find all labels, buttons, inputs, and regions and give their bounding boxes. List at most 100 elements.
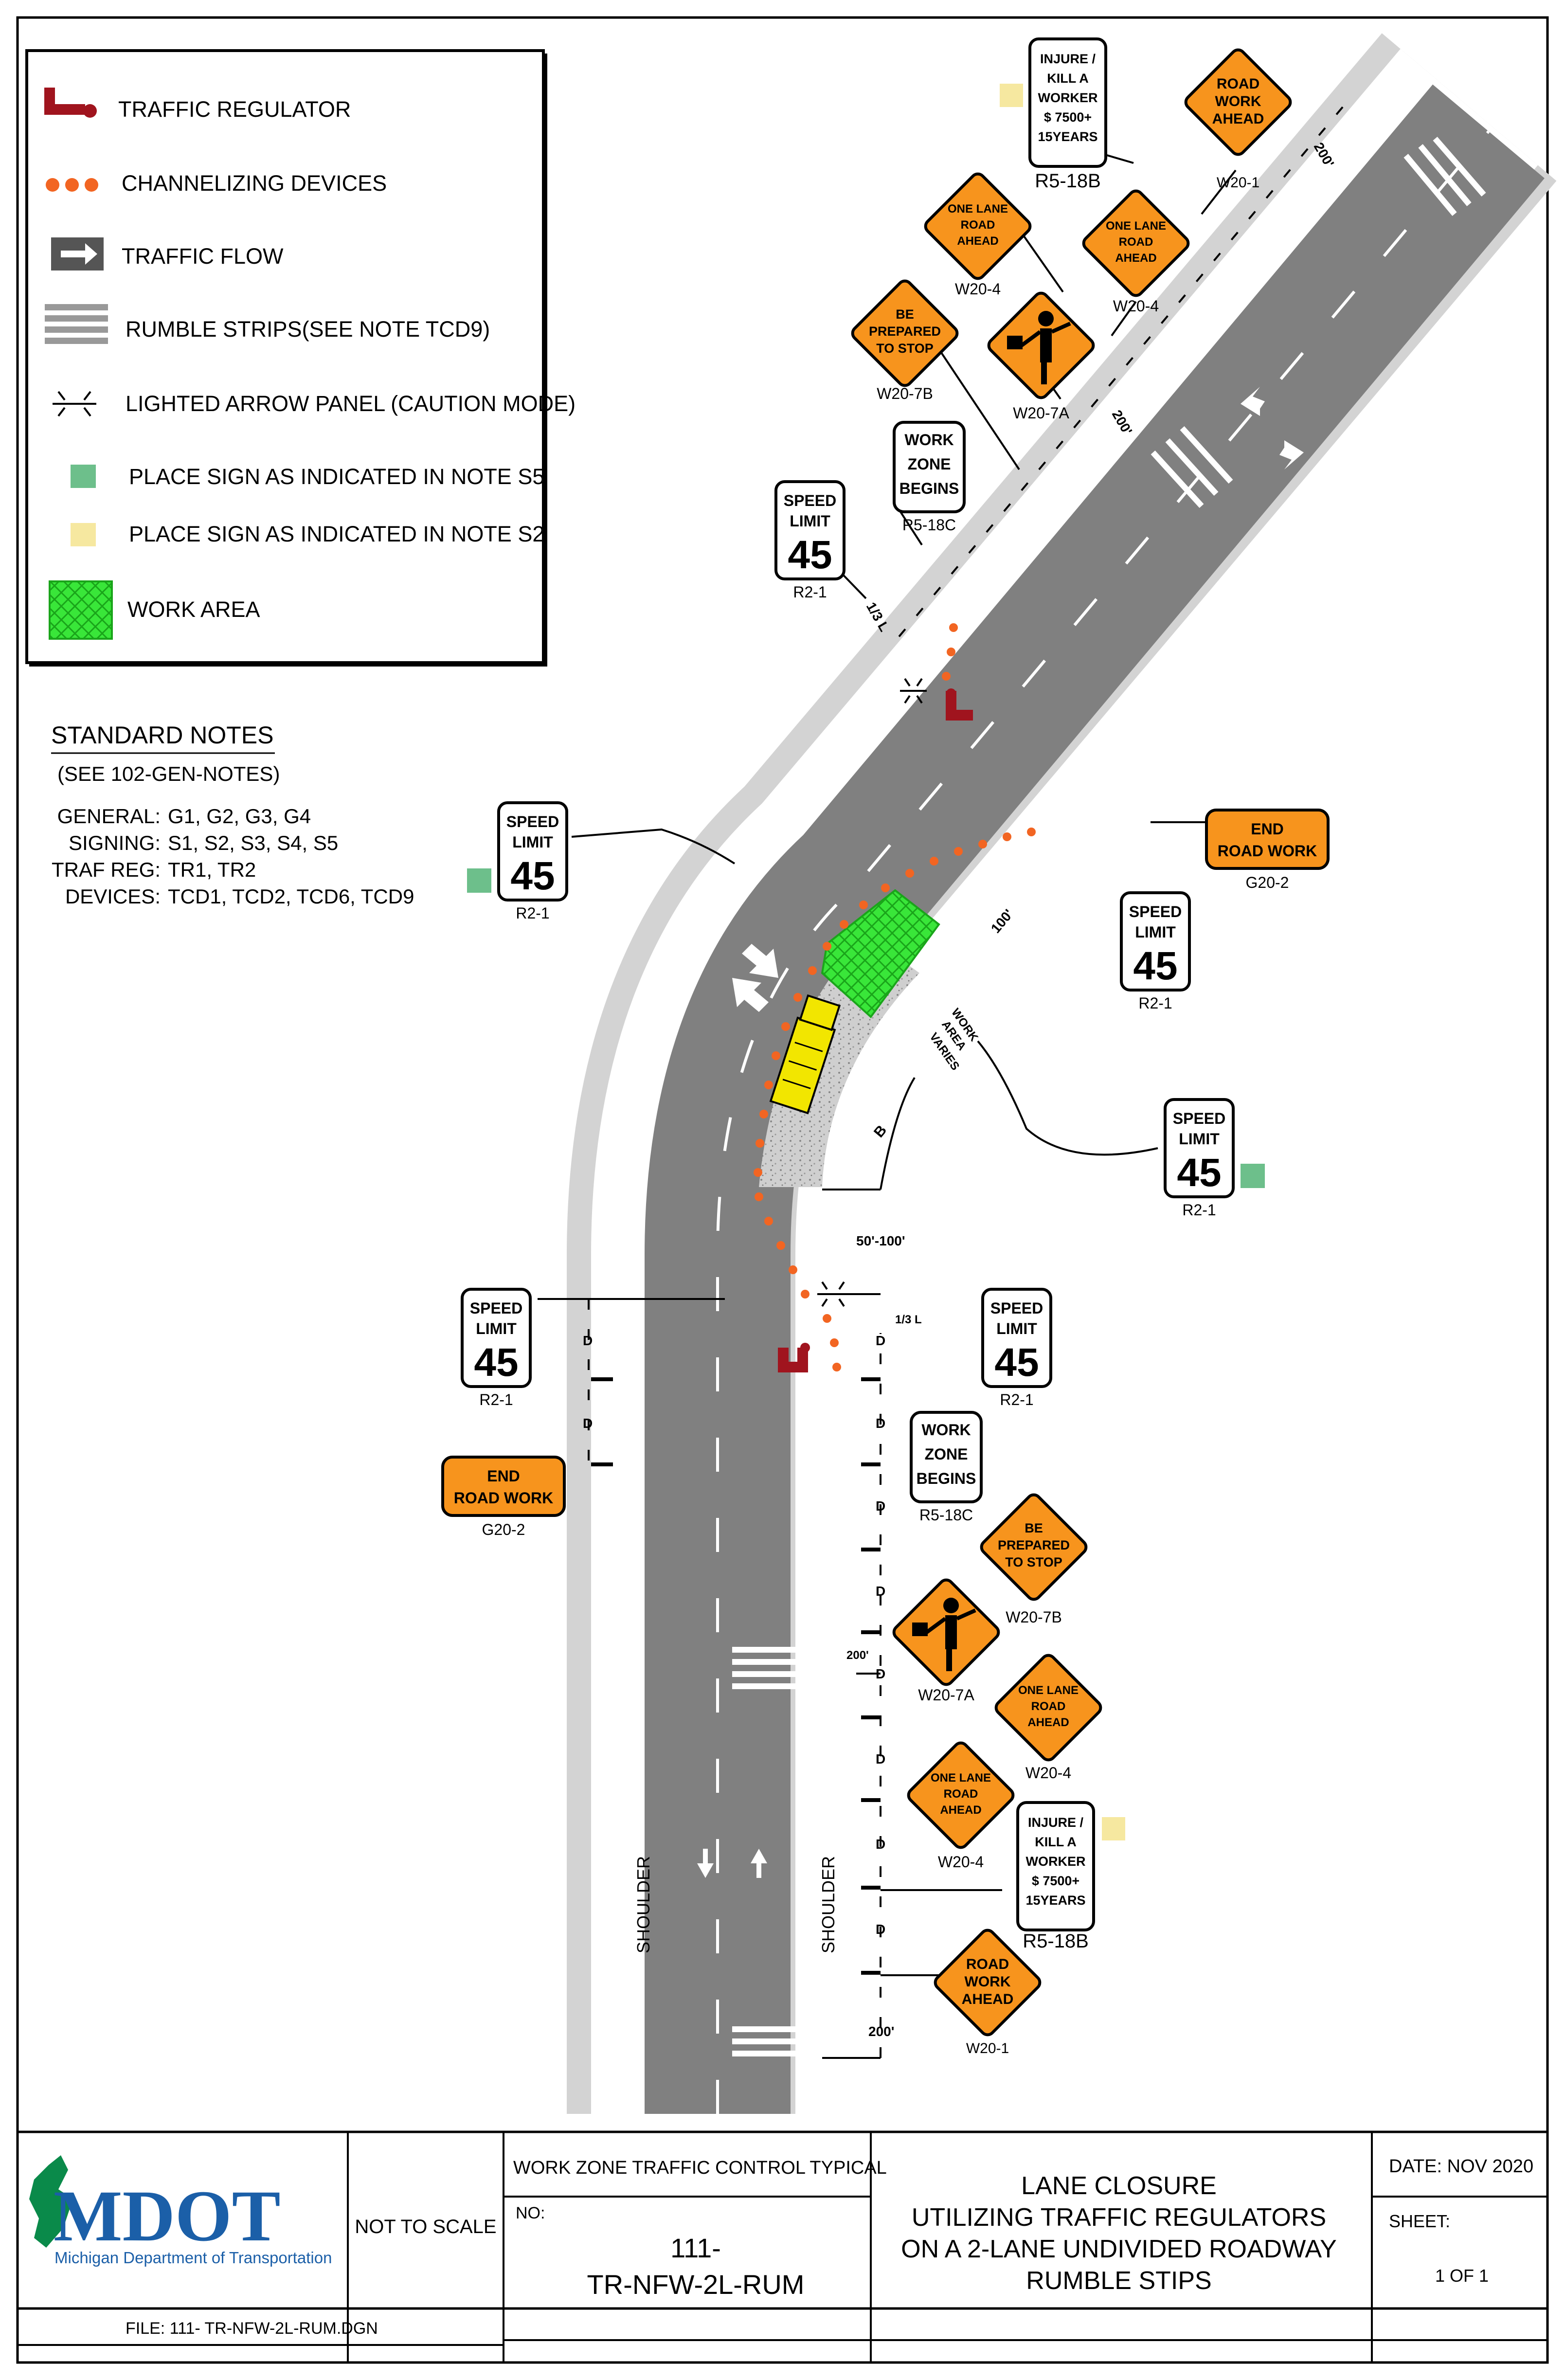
rumble-strips <box>732 1647 805 2056</box>
sign-one-lane-south-2: ONE LANE ROAD AHEAD W20-4 <box>907 1741 1015 1871</box>
sign-text: ROAD <box>1119 235 1153 249</box>
sign-text: ZONE <box>908 455 951 473</box>
sign-text: SPEED <box>506 813 559 830</box>
sign-text: LIMIT <box>1179 1130 1220 1148</box>
sign-road-work-ahead-north: ROAD WORK AHEAD W20-1 <box>1184 48 1292 191</box>
sign-code: R5-18C <box>919 1506 973 1524</box>
sign-text: 15YEARS <box>1025 1893 1085 1908</box>
dim-200-south-2: 200' <box>868 2024 894 2039</box>
sign-code: W20-7A <box>1013 404 1069 422</box>
sign-text: BEGINS <box>917 1470 976 1487</box>
sign-text: END <box>1251 820 1284 838</box>
sign-work-zone-begins-south: WORK ZONE BEGINS R5-18C <box>910 1411 983 1524</box>
sign-text: ONE LANE <box>948 202 1008 216</box>
shoulder-label-east: SHOULDER <box>818 1856 838 1953</box>
sign-text: PREPARED <box>998 1538 1070 1552</box>
shoulder-label-west: SHOULDER <box>633 1856 653 1953</box>
sign-text: $ 7500+ <box>1044 110 1092 125</box>
sign-text: LIMIT <box>476 1320 517 1337</box>
legend-label: LIGHTED ARROW PANEL (CAUTION MODE) <box>126 391 576 416</box>
flagger-icon <box>912 1598 976 1671</box>
dim-d: D <box>876 1584 885 1599</box>
notes-label: SIGNING: <box>69 831 161 854</box>
sign-code: R5-18B <box>1035 170 1101 192</box>
sign-code: R2-1 <box>1138 994 1172 1012</box>
sign-road-work-ahead-south: ROAD WORK AHEAD W20-1 <box>934 1929 1042 2056</box>
legend-label: TRAFFIC REGULATOR <box>118 97 351 122</box>
sign-speed-value: 45 <box>994 1340 1039 1385</box>
sign-code: W20-4 <box>1025 1764 1071 1782</box>
dim-d: D <box>876 1666 885 1681</box>
sign-text: AHEAD <box>1115 252 1156 265</box>
notes-title: STANDARD NOTES <box>51 721 273 749</box>
green-square-icon <box>71 465 96 488</box>
sign-speed-value: 45 <box>510 854 555 898</box>
sign-code: W20-1 <box>1217 175 1259 191</box>
arrow-panel-north-icon <box>900 678 927 704</box>
sign-flagger-south: W20-7A <box>892 1578 1000 1704</box>
notes-label: DEVICES: <box>65 885 161 908</box>
sign-code: R2-1 <box>516 904 549 922</box>
sign-code: R2-1 <box>793 583 827 601</box>
sheet-value: 1 OF 1 <box>1435 2266 1489 2286</box>
notes-value: G1, G2, G3, G4 <box>168 805 311 828</box>
work-truck-icon <box>769 994 841 1115</box>
sign-speed-limit-east-mid: SPEED LIMIT 45 R2-1 <box>1164 1098 1235 1219</box>
sign-text: SPEED <box>470 1299 522 1317</box>
sign-text: AHEAD <box>957 234 998 248</box>
sign-code: W20-4 <box>1113 297 1159 315</box>
legend-label: PLACE SIGN AS INDICATED IN NOTE S2 <box>129 522 544 546</box>
dim-100: 100' <box>988 906 1016 936</box>
notes-label: GENERAL: <box>57 805 161 828</box>
sign-text: ZONE <box>925 1445 968 1463</box>
scale-label: NOT TO SCALE <box>355 2216 496 2237</box>
sign-speed-limit-west-upper: SPEED LIMIT 45 R2-1 <box>497 801 568 922</box>
sign-text: ONE LANE <box>1018 1684 1079 1697</box>
mdot-logo: MDOT Michigan Department of Transportati… <box>29 2155 332 2267</box>
channelizing-devices <box>754 623 1036 1371</box>
sign-code: R2-1 <box>479 1391 513 1408</box>
sign-be-prepared-north: BE PREPARED TO STOP W20-7B <box>851 279 959 402</box>
sign-one-lane-north-2: ONE LANE ROAD AHEAD W20-4 <box>1082 189 1190 315</box>
dim-third-l: 1/3 L <box>895 1313 922 1326</box>
sign-work-zone-begins-north: WORK ZONE BEGINS R5-18C <box>893 421 966 534</box>
legend-label: RUMBLE STRIPS(SEE NOTE TCD9) <box>126 317 490 342</box>
sign-posts <box>591 1377 881 1975</box>
sheet-label: SHEET: <box>1389 2211 1450 2231</box>
dim-b-arc <box>880 1077 916 1190</box>
sign-text: KILL A <box>1047 71 1089 86</box>
sign-text: LIMIT <box>790 512 830 530</box>
title-line-2: UTILIZING TRAFFIC REGULATORS <box>912 2203 1326 2232</box>
sign-text: BE <box>896 307 914 322</box>
date-label: DATE: NOV 2020 <box>1389 2156 1533 2177</box>
sign-text: ROAD <box>961 218 995 232</box>
sign-text: END <box>487 1467 520 1485</box>
michigan-map-icon <box>29 2155 73 2248</box>
sign-code: W20-7B <box>877 385 933 402</box>
dim-d: D <box>876 1837 885 1852</box>
sign-text: ROAD WORK <box>454 1489 553 1507</box>
sign-text: BEGINS <box>899 480 959 497</box>
sign-text: AHEAD <box>1212 111 1264 127</box>
dim-d-west: D <box>583 1416 593 1431</box>
title-line-3: ON A 2-LANE UNDIVIDED ROADWAY <box>901 2235 1337 2263</box>
sign-code: W20-4 <box>955 280 1001 298</box>
sign-text: WORKER <box>1026 1854 1086 1869</box>
sign-text: INJURE / <box>1040 52 1096 66</box>
sign-code: R5-18C <box>902 516 956 534</box>
legend-label: TRAFFIC FLOW <box>122 244 284 269</box>
number-value-line1: 111- <box>670 2233 721 2263</box>
sign-text: SPEED <box>1129 903 1182 920</box>
sign-code: R2-1 <box>1182 1201 1216 1219</box>
sign-code: R5-18B <box>1023 1930 1089 1952</box>
north-dimension-line <box>889 106 1344 648</box>
sign-text: ROAD <box>944 1787 978 1801</box>
work-zone <box>759 889 940 1187</box>
notes-value: S1, S2, S3, S4, S5 <box>168 831 338 854</box>
sign-speed-value: 45 <box>1177 1151 1221 1195</box>
sign-injure-kill-south: INJURE / KILL A WORKER $ 7500+ 15YEARS R… <box>1016 1801 1095 1952</box>
sign-code: G20-2 <box>482 1521 525 1538</box>
sign-text: LIMIT <box>1135 923 1176 941</box>
work-area-icon <box>49 580 113 640</box>
rumble-strip-icon <box>45 304 108 344</box>
